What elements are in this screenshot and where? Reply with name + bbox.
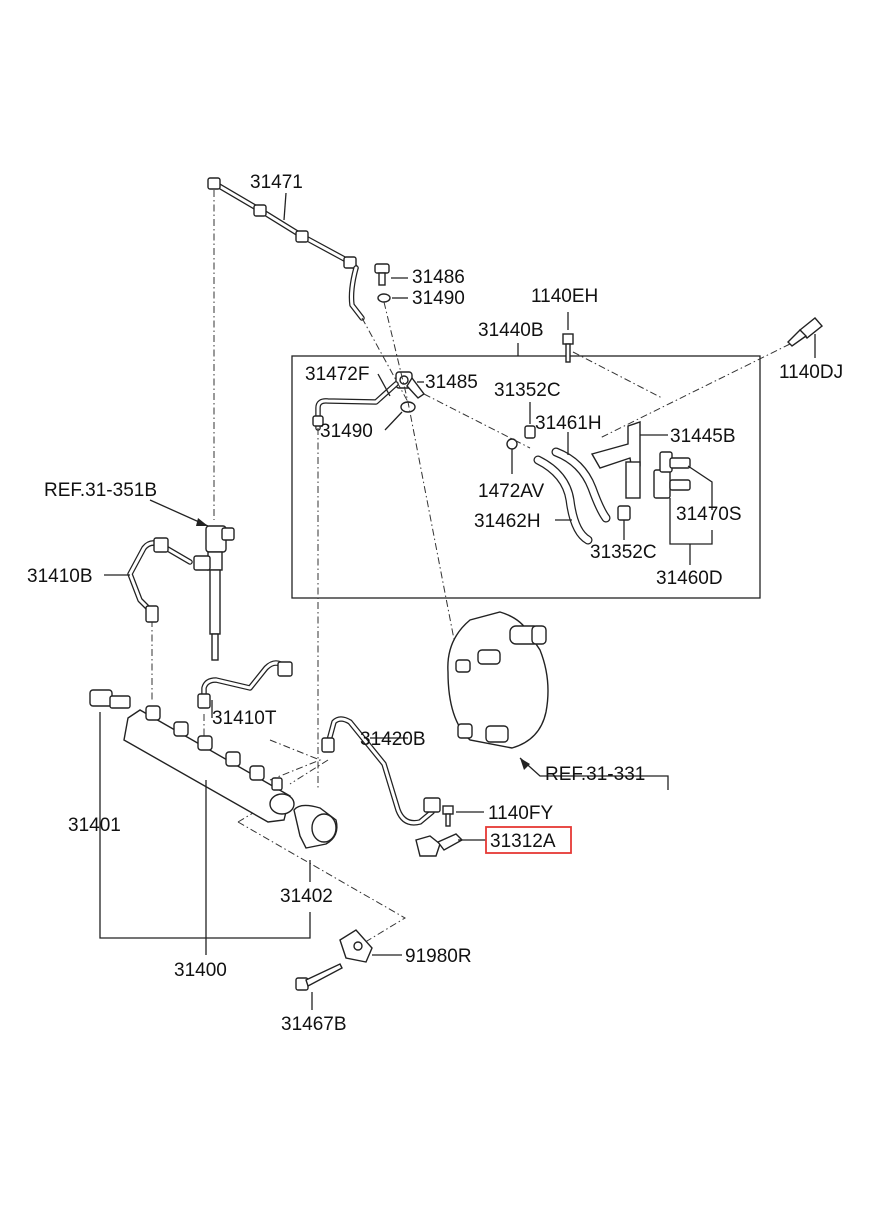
label-31472F: 31472F [305, 364, 369, 385]
label-1140DJ: 1140DJ [779, 362, 843, 383]
label-31460D: 31460D [656, 568, 723, 589]
label-31467B: 31467B [281, 1014, 347, 1035]
label-ref-31351B: REF.31-351B [44, 480, 157, 501]
label-31445B: 31445B [670, 426, 736, 447]
label-31490-mid: 31490 [320, 421, 373, 442]
injector [193, 525, 235, 661]
label-1140EH: 1140EH [531, 286, 598, 307]
label-31461H: 31461H [535, 413, 602, 434]
bolt-1140DJ [787, 317, 824, 347]
return-line-31471 [207, 177, 365, 321]
bracket-91980R [339, 929, 373, 963]
washer-31490-top [377, 293, 391, 303]
label-31486: 31486 [412, 267, 465, 288]
hose-31462H [533, 455, 593, 545]
label-31400: 31400 [174, 960, 227, 981]
part-31312A [415, 833, 464, 857]
pressure-sensor-31401 [89, 689, 131, 709]
label-91980R: 91980R [405, 946, 472, 967]
label-31462H: 31462H [474, 511, 541, 532]
label-31420B: 31420B [360, 729, 426, 750]
bracket-31445B [590, 421, 641, 499]
label-31352C-bottom: 31352C [590, 542, 657, 563]
clamp-31352C-bottom [617, 505, 631, 521]
bolt-1140FY [442, 805, 454, 827]
label-31485: 31485 [425, 372, 478, 393]
hose-31461H [551, 447, 611, 523]
label-31440B: 31440B [478, 320, 544, 341]
return-line-31472F [312, 381, 399, 431]
injector-pipe-31410T [197, 660, 293, 709]
pressure-valve-31402 [269, 793, 338, 849]
label-ref-31331: REF.31-331 [545, 764, 645, 785]
bolt-1140EH [562, 333, 574, 363]
high-pressure-pipe-31420B [321, 716, 441, 826]
bolt-31467B [295, 963, 343, 991]
label-31470S: 31470S [676, 504, 742, 525]
label-31312A: 31312A [490, 831, 556, 852]
label-31471: 31471 [250, 172, 303, 193]
label-31410T: 31410T [212, 708, 277, 729]
label-31410B: 31410B [27, 566, 93, 587]
connector-31485 [395, 371, 426, 399]
fuel-valve-31470S [653, 451, 691, 499]
fuel-filter-assembly-box [291, 355, 761, 599]
label-31402: 31402 [280, 886, 333, 907]
clamp-31352C-top [524, 425, 536, 439]
injector-pipe-31410B [127, 537, 193, 623]
banjo-bolt-31486 [374, 263, 390, 286]
label-31401: 31401 [68, 815, 121, 836]
highlight-box-31312A [485, 826, 572, 854]
label-31490-top: 31490 [412, 288, 465, 309]
label-1472AV: 1472AV [478, 481, 545, 502]
label-1140FY: 1140FY [488, 803, 553, 824]
common-rail-31400 [123, 705, 291, 823]
label-31352C-top: 31352C [494, 380, 561, 401]
high-pressure-pump [447, 611, 549, 749]
